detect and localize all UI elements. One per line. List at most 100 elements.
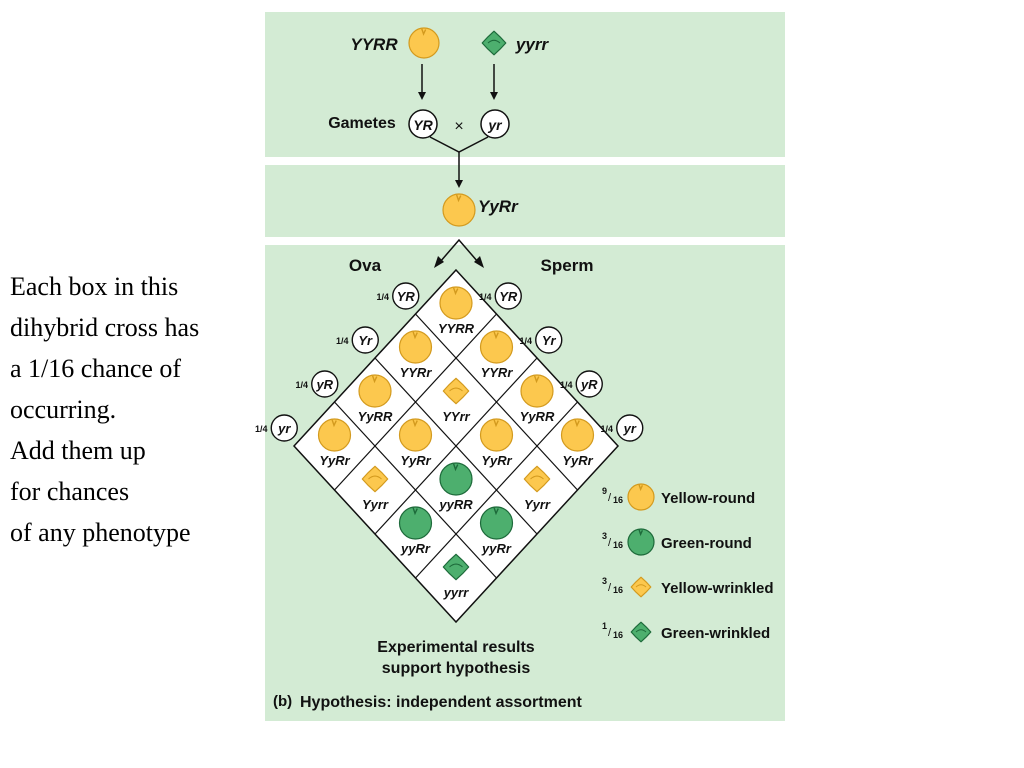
- explanation-line: Add them up: [10, 436, 146, 465]
- yellow-round-pea-icon: [442, 193, 476, 227]
- fraction-slash: /: [608, 582, 612, 594]
- legend-label: Green-round: [661, 535, 752, 552]
- punnett-cell: YyRR: [520, 374, 555, 424]
- cell-genotype: yyRr: [400, 541, 431, 556]
- legend-fraction-denominator: 16: [613, 540, 623, 550]
- gamete-right-label: yr: [487, 117, 503, 133]
- cell-genotype: YYRr: [400, 365, 433, 380]
- explanation-text: Each box in this dihybrid cross has a 1/…: [10, 266, 265, 553]
- cell-genotype: Yyrr: [362, 497, 389, 512]
- gamete-genotype: YR: [397, 289, 416, 304]
- punnett-cell: yyRr: [479, 506, 514, 556]
- gamete-circle: [408, 109, 438, 139]
- parental-cross-panel: [265, 12, 785, 157]
- legend-item: 3/16 Green-round: [602, 528, 752, 556]
- gamete-fraction: 1/4: [600, 424, 613, 434]
- gamete-genotype: YR: [499, 289, 518, 304]
- yellow-round-pea-icon: [442, 193, 476, 227]
- cell-genotype: YYrr: [442, 409, 470, 424]
- gamete-genotype: yr: [623, 421, 637, 436]
- gamete-genotype: yR: [315, 377, 333, 392]
- punnett-cell: YyRr: [479, 418, 514, 468]
- punnett-grid-line: [334, 401, 497, 579]
- legend-fraction-denominator: 16: [613, 630, 623, 640]
- yellow-round-pea-icon: [398, 418, 433, 452]
- green-round-pea-icon: [439, 462, 473, 496]
- gamete-fraction: 1/4: [295, 380, 308, 390]
- punnett-cell: yyRr: [398, 506, 433, 556]
- legend-label: Yellow-round: [661, 490, 755, 507]
- yellow-round-pea-icon: [560, 418, 595, 452]
- punnett-cell: Yyrr: [523, 465, 551, 512]
- gamete-circle: [616, 414, 644, 442]
- gamete-fraction: 1/4: [519, 336, 532, 346]
- cell-genotype: yyrr: [443, 585, 470, 600]
- cell-genotype: Yyrr: [524, 497, 551, 512]
- fraction-slash: /: [608, 537, 612, 549]
- gamete-fraction: 1/4: [479, 292, 492, 302]
- ova-label: Ova: [349, 256, 382, 275]
- caption-part-label: (b): [273, 693, 292, 710]
- legend-fraction-denominator: 16: [613, 495, 623, 505]
- cell-genotype: YYRR: [438, 321, 475, 336]
- green-wrinkled-pea-icon: [481, 30, 507, 56]
- punnett-cell: YYRr: [479, 330, 514, 380]
- green-round-pea-icon: [479, 506, 514, 540]
- gamete-genotype: Yr: [542, 333, 557, 348]
- explanation-line: occurring.: [10, 395, 117, 424]
- yellow-round-pea-icon: [317, 418, 352, 452]
- explanation-line: of any phenotype: [10, 518, 191, 547]
- cell-genotype: YyRR: [358, 409, 393, 424]
- cell-genotype: YyRR: [520, 409, 555, 424]
- arrow-icon: [474, 256, 484, 268]
- gamete-circle: [480, 109, 510, 139]
- yellow-round-pea-icon: [479, 418, 514, 452]
- explanation-line: for chances: [10, 477, 130, 506]
- yellow-round-pea-icon: [408, 27, 440, 59]
- cell-genotype: yyRr: [481, 541, 512, 556]
- punnett-cell: YyRr: [398, 418, 433, 468]
- gamete-circle: [392, 282, 420, 310]
- gamete-circle: [351, 326, 379, 354]
- green-wrinkled-pea-icon: [442, 553, 470, 581]
- cell-genotype: YyRr: [481, 453, 512, 468]
- split-arrow-lines: [439, 238, 479, 263]
- conclusion-line1: Experimental results: [377, 639, 535, 656]
- yellow-round-pea-icon: [398, 330, 433, 364]
- legend-fraction-numerator: 3: [602, 531, 607, 541]
- gamete-circle: [311, 370, 339, 398]
- parent-right-genotype: yyrr: [515, 35, 550, 54]
- green-round-pea-icon: [627, 528, 655, 556]
- cross-symbol: ×: [454, 118, 463, 135]
- yellow-round-pea-icon: [627, 483, 655, 511]
- gametes-label: Gametes: [328, 115, 396, 132]
- gamete-left-label: YR: [413, 117, 433, 133]
- explanation-line: Each box in this: [10, 272, 179, 301]
- punnett-square: [292, 268, 620, 624]
- cell-genotype: yyRR: [438, 497, 473, 512]
- green-wrinkled-pea-icon: [630, 621, 652, 643]
- gamete-fraction: 1/4: [336, 336, 349, 346]
- punnett-cell: YYrr: [442, 377, 471, 424]
- sperm-label: Sperm: [541, 256, 594, 275]
- punnett-grid-line: [415, 401, 578, 579]
- parent-left-genotype: YYRR: [350, 35, 398, 54]
- yellow-round-pea-icon: [520, 374, 554, 408]
- yellow-round-pea-icon: [408, 27, 440, 59]
- arrow-icon: [434, 256, 444, 268]
- gamete-fraction: 1/4: [560, 380, 573, 390]
- cell-genotype: YyRr: [562, 453, 593, 468]
- green-round-pea-icon: [398, 506, 433, 540]
- yellow-round-pea-icon: [479, 330, 514, 364]
- yellow-wrinkled-pea-icon: [523, 465, 551, 493]
- gamete-circle: [535, 326, 563, 354]
- gamete-label: 1/4 Yr: [519, 326, 563, 354]
